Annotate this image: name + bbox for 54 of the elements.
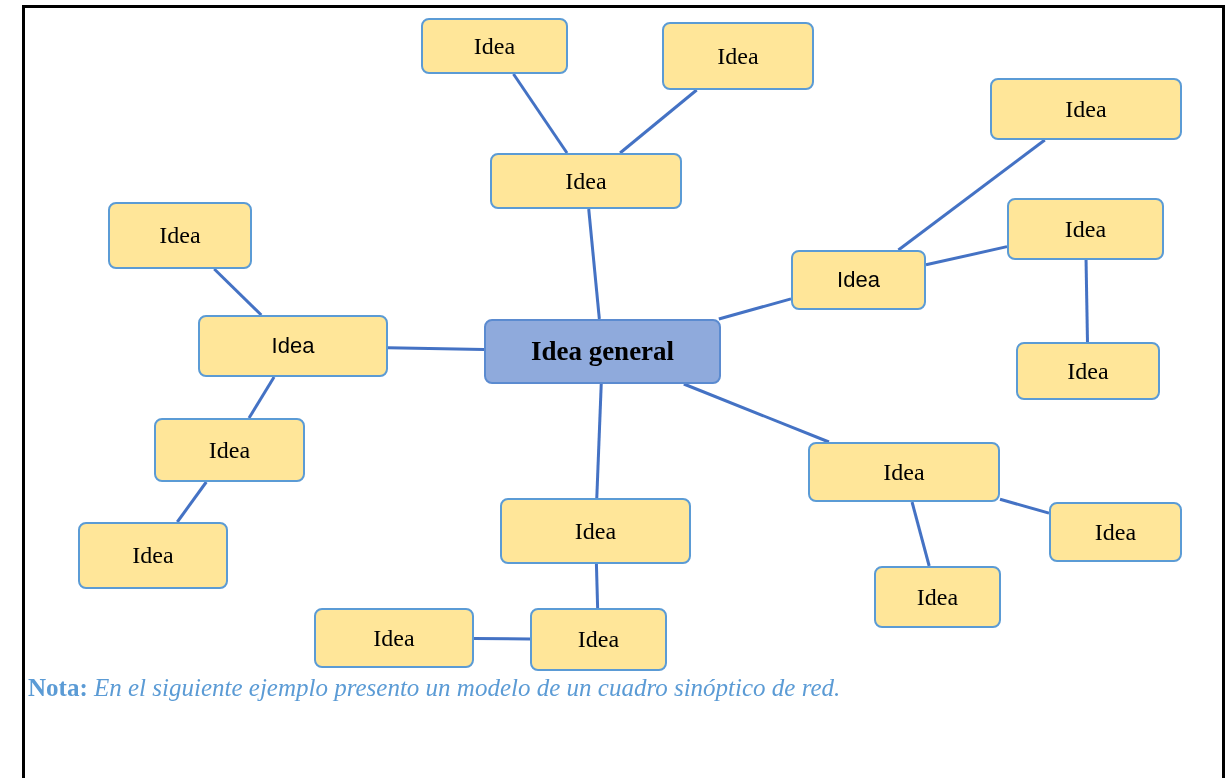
idea-box [490, 153, 682, 209]
idea-box [791, 250, 926, 310]
idea-box [662, 22, 814, 90]
connector-line [999, 497, 1050, 515]
idea-box [990, 78, 1182, 140]
node-label: Idea [717, 42, 759, 70]
connector-line [594, 563, 600, 609]
note-caption: Nota: En el siguiente ejemplo presento un modelo de un cuadro sinóptico de red. [28, 674, 841, 702]
node-label: Idea [574, 517, 617, 545]
connector-line [595, 383, 603, 499]
node-label: Idea [916, 583, 959, 611]
connector-line [925, 245, 1008, 267]
connector-line [897, 138, 1046, 252]
node-label: Idea [208, 436, 251, 464]
central-idea-box [484, 319, 721, 384]
connector-line [213, 267, 263, 317]
connector-line [1084, 259, 1089, 343]
node-label: Idea [1065, 95, 1107, 123]
node-label: Idea [271, 333, 315, 359]
idea-box [198, 315, 388, 377]
node-label: Idea [577, 626, 620, 653]
idea-box [1049, 502, 1182, 562]
idea-box [421, 18, 568, 74]
idea-box [874, 566, 1001, 628]
node-label: Idea [1064, 215, 1107, 243]
idea-box [154, 418, 305, 482]
node-label: Idea [1067, 357, 1109, 385]
node-label: Idea [473, 32, 516, 60]
node-label: Idea [159, 222, 201, 249]
node-label: Idea [883, 458, 925, 486]
connector-line [619, 88, 698, 155]
connector-line [474, 637, 530, 641]
node-label: Idea [837, 267, 880, 293]
node-label: Idea general [530, 336, 675, 367]
connector-line [587, 208, 601, 320]
connector-line [683, 382, 830, 444]
idea-box [108, 202, 252, 269]
idea-box [314, 608, 474, 668]
connector-line [387, 346, 485, 351]
node-label: Idea [132, 542, 174, 569]
idea-box [808, 442, 1000, 502]
connector-line [176, 481, 208, 523]
connector-line [247, 376, 276, 419]
connector-line [512, 73, 569, 154]
node-label: Idea [373, 624, 415, 652]
idea-box [78, 522, 228, 589]
idea-box [530, 608, 667, 671]
idea-box [500, 498, 691, 564]
idea-box [1016, 342, 1160, 400]
connector-line [910, 501, 931, 567]
node-label: Idea [1094, 518, 1137, 546]
node-label: Idea [565, 167, 607, 195]
idea-box [1007, 198, 1164, 260]
connector-line [718, 297, 792, 321]
